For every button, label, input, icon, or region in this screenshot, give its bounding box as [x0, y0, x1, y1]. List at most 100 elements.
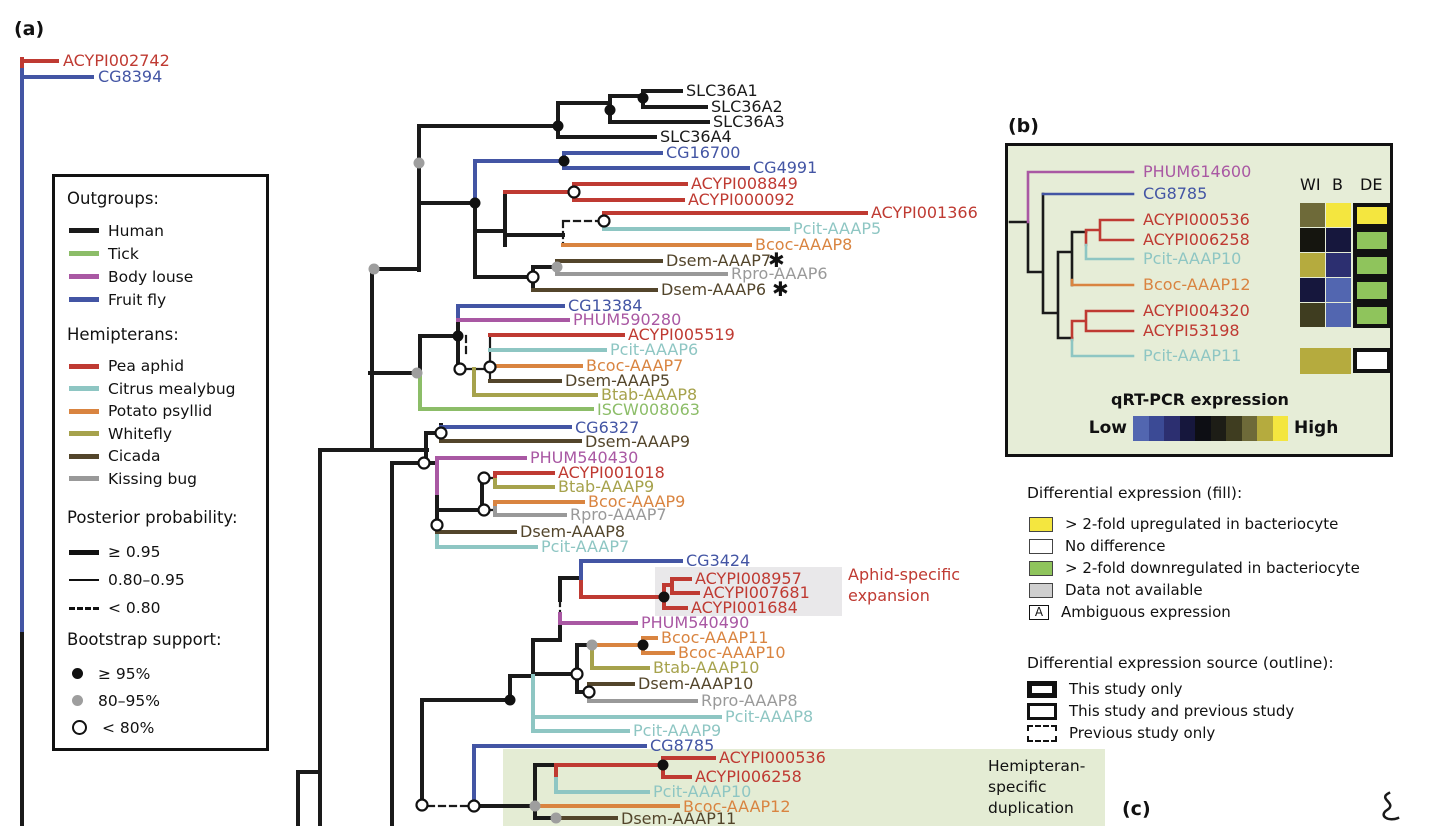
taxon-label-CG16700: CG16700: [666, 143, 741, 162]
gradient-step-9: [1272, 416, 1288, 441]
taxon-label-ACYPI001018: ACYPI001018: [558, 463, 665, 482]
legend-row: < 0.80: [69, 594, 262, 622]
legend-row: Whitefly: [69, 423, 262, 446]
outline-legend-item: Previous study only: [1027, 724, 1215, 742]
legend-row: ≥ 95%: [69, 660, 262, 687]
taxon-label-Pcit-AAAP8: Pcit-AAAP8: [725, 707, 814, 726]
bootstrap-title: Bootstrap support:: [67, 630, 222, 649]
heatmap-column-b: B: [1332, 175, 1343, 194]
color-line-swatch: [69, 431, 99, 437]
gradient-step-0: [1133, 416, 1149, 441]
taxon-label-CG13384: CG13384: [568, 296, 643, 315]
bootstrap-dot-swatch: [72, 720, 87, 735]
bootstrap-list: ≥ 95% 80–95% < 80%: [69, 660, 262, 741]
heatmap-b-ACYPI004320: [1326, 303, 1351, 327]
outline-legend-label: Previous study only: [1069, 724, 1216, 742]
heatmap-wi-ACYPI006258: [1300, 228, 1325, 252]
taxon-label-Bcoc-AAAP10: Bcoc-AAAP10: [678, 643, 786, 662]
hemipterans-title: Hemipterans:: [67, 325, 179, 344]
legend-row: Human: [69, 219, 262, 242]
taxon-label-CG4991: CG4991: [753, 158, 818, 177]
taxon-label-Rpro-AAAP8: Rpro-AAAP8: [701, 691, 798, 710]
taxon-label-ACYPI000536: ACYPI000536: [1143, 210, 1250, 229]
hemipteran-duplication-line2: specific: [988, 778, 1047, 796]
legend-row: Kissing bug: [69, 468, 262, 491]
heatmap-column-wi: WI: [1300, 175, 1321, 194]
legend-row-label: 0.80–0.95: [108, 571, 185, 589]
taxon-label-PHUM590280: PHUM590280: [573, 310, 682, 329]
color-line-swatch: [69, 408, 99, 414]
taxon-label-Dsem-AAAP5: Dsem-AAAP5: [565, 371, 671, 390]
legend-row-label: Fruit fly: [108, 290, 167, 309]
heatmap-b-ACYPI000536: [1326, 203, 1351, 227]
taxon-label-CG3424: CG3424: [686, 551, 751, 570]
panel-b-label: (b): [1008, 115, 1039, 137]
gradient-step-4: [1195, 416, 1211, 441]
legend-row: Fruit fly: [69, 288, 262, 311]
taxon-label-ACYPI000536: ACYPI000536: [719, 748, 826, 767]
legend-row: < 80%: [69, 714, 262, 741]
aphid-expansion-note: Aphid-specific expansion: [848, 564, 960, 606]
taxon-label-Bcoc-AAAP8: Bcoc-AAAP8: [755, 235, 853, 254]
posterior-title: Posterior probability:: [67, 508, 238, 527]
gradient-step-3: [1179, 416, 1195, 441]
heatmap-b-ACYPI006258: [1326, 228, 1351, 252]
taxon-label-Pcit-AAAP5: Pcit-AAAP5: [793, 219, 882, 238]
qrt-pcr-title: qRT-PCR expression: [1111, 390, 1289, 409]
gradient-step-5: [1210, 416, 1226, 441]
hemipteran-duplication-line3: duplication: [988, 799, 1074, 817]
hemipteran-duplication-note: Hemipteran- specific duplication: [988, 756, 1085, 819]
fill-swatch: [1029, 560, 1053, 576]
taxon-label-Dsem-AAAP10: Dsem-AAAP10: [638, 674, 754, 693]
legend-row: Citrus mealybug: [69, 378, 262, 401]
taxon-label-PHUM540490: PHUM540490: [641, 613, 750, 632]
legend-row: 0.80–0.95: [69, 566, 262, 594]
heatmap-de-Pcit-AAAP11: [1353, 348, 1391, 373]
taxon-label-Btab-AAAP8: Btab-AAAP8: [601, 385, 698, 404]
posterior-list: ≥ 0.95 0.80–0.95 < 0.80: [69, 538, 262, 622]
taxon-label-ACYPI006258: ACYPI006258: [695, 767, 802, 786]
heatmap-b-Pcit-AAAP10: [1326, 253, 1351, 277]
taxon-label-Bcoc-AAAP7: Bcoc-AAAP7: [586, 356, 684, 375]
color-line-swatch: [69, 453, 99, 459]
fill-legend-label: No difference: [1065, 537, 1166, 555]
legend-row-label: ≥ 95%: [98, 664, 151, 683]
taxon-label-CG6327: CG6327: [575, 418, 640, 437]
fill-legend-item: > 2-fold upregulated in bacteriocyte: [1029, 515, 1338, 533]
legend-row: ≥ 0.95: [69, 538, 262, 566]
taxon-label-ACYPI008957: ACYPI008957: [695, 569, 802, 588]
heatmap-de-Bcoc-AAAP12: [1353, 278, 1391, 303]
taxon-label-ACYPI001366: ACYPI001366: [871, 203, 978, 222]
taxon-label-SLC36A3: SLC36A3: [713, 112, 785, 131]
asterisk-marker: ✱: [772, 277, 789, 301]
legend-row: Cicada: [69, 445, 262, 468]
heatmap-de-ACYPI006258: [1353, 228, 1391, 253]
taxon-label-PHUM540430: PHUM540430: [530, 448, 639, 467]
taxon-label-ISCW008063: ISCW008063: [597, 400, 700, 419]
legend-row: 80–95%: [69, 687, 262, 714]
taxon-label-SLC36A2: SLC36A2: [711, 97, 783, 116]
line-style-swatch: [69, 606, 99, 610]
outline-swatch: [1027, 724, 1057, 742]
taxon-label-SLC36A4: SLC36A4: [660, 127, 732, 146]
aphid-expansion-line1: Aphid-specific: [848, 565, 961, 584]
fill-legend-item: Data not available: [1029, 581, 1203, 599]
taxon-label-Rpro-AAAP7: Rpro-AAAP7: [570, 505, 667, 524]
taxon-label-ACYPI53198: ACYPI53198: [1143, 321, 1240, 340]
legend-row-label: Potato psyllid: [108, 402, 213, 421]
taxon-label-PHUM614600: PHUM614600: [1143, 162, 1252, 181]
line-style-swatch: [69, 578, 99, 582]
taxon-label-ACYPI006258: ACYPI006258: [1143, 230, 1250, 249]
legend-row-label: Human: [108, 221, 164, 240]
legend-row-label: 80–95%: [98, 691, 160, 710]
outline-legend-item: This study only: [1027, 680, 1183, 698]
outline-legend-title: Differential expression source (outline)…: [1027, 654, 1334, 672]
legend-row-label: Tick: [108, 244, 139, 263]
legend-row-label: Citrus mealybug: [108, 379, 236, 398]
heatmap-de-ACYPI004320: [1353, 303, 1391, 328]
taxon-label-ACYPI007681: ACYPI007681: [703, 583, 810, 602]
heatmap-column-de: DE: [1360, 175, 1383, 194]
fill-legend-label: > 2-fold upregulated in bacteriocyte: [1065, 515, 1339, 533]
